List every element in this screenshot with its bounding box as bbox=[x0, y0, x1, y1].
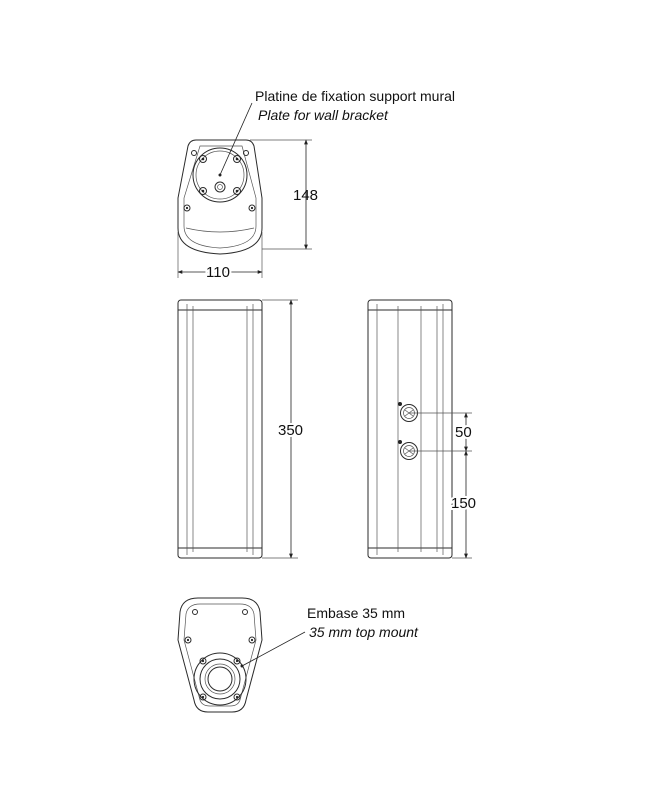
speakon-connector-icon bbox=[398, 440, 418, 460]
wall-plate-label-en: Plate for wall bracket bbox=[258, 107, 389, 123]
speakon-connector-icon bbox=[398, 402, 418, 422]
screw-icon bbox=[183, 150, 256, 212]
mount-label-en: 35 mm top mount bbox=[309, 624, 419, 640]
wall-plate-label-fr: Platine de fixation support mural bbox=[255, 88, 455, 104]
dimension-150 bbox=[452, 450, 472, 559]
screw-icon bbox=[184, 609, 256, 701]
dimension-350-label: 350 bbox=[278, 422, 303, 439]
dimension-110 bbox=[177, 232, 263, 278]
top-view bbox=[177, 102, 263, 255]
mount-label-fr: Embase 35 mm bbox=[307, 605, 405, 621]
bottom-view bbox=[177, 597, 306, 713]
front-view bbox=[177, 299, 263, 559]
side-view bbox=[367, 299, 453, 559]
dimension-350 bbox=[262, 299, 298, 559]
dimension-148-label: 148 bbox=[293, 187, 318, 204]
dimension-150-label: 150 bbox=[451, 495, 476, 512]
dimension-148 bbox=[250, 139, 312, 250]
dimension-50-label: 50 bbox=[455, 424, 472, 441]
dimension-110-label: 110 bbox=[206, 264, 230, 281]
dimension-50 bbox=[409, 412, 472, 452]
